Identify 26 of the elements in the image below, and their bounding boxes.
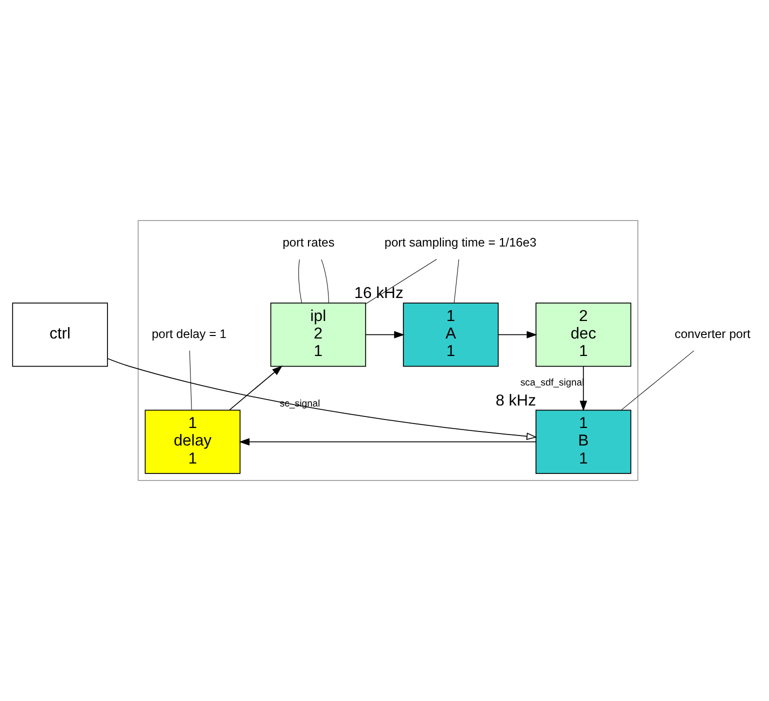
- node-box: ipl 2 1: [270, 302, 366, 367]
- arrow: [107, 358, 538, 440]
- node-text: port rates: [282, 236, 334, 250]
- arrow: [365, 331, 405, 338]
- arrow: [498, 331, 538, 338]
- node-text: converter port: [674, 326, 750, 341]
- arrow: [580, 366, 588, 412]
- node-box: ctrl: [12, 302, 108, 367]
- connector: [189, 350, 192, 410]
- edge-label: sca_sdf_signal: [520, 378, 584, 389]
- node-box: 1 delay 1: [144, 410, 240, 474]
- node-text: port sampling time = 1/16e3: [384, 236, 536, 250]
- node-label: 8 kHz: [496, 392, 536, 410]
- connector: [298, 259, 302, 304]
- node-box: 1 A 1: [402, 302, 499, 367]
- connector: [454, 259, 460, 304]
- node-box: 2 dec 1: [536, 302, 632, 367]
- arrow: [229, 365, 283, 410]
- node-box: 1 B 1: [536, 410, 632, 474]
- cluster: [138, 220, 638, 481]
- arrow: [239, 438, 536, 446]
- connector: [621, 350, 694, 410]
- connector: [365, 258, 437, 304]
- node-text: port delay = 1: [152, 326, 226, 341]
- connector: [321, 259, 329, 304]
- node-label: 16 kHz: [354, 285, 404, 302]
